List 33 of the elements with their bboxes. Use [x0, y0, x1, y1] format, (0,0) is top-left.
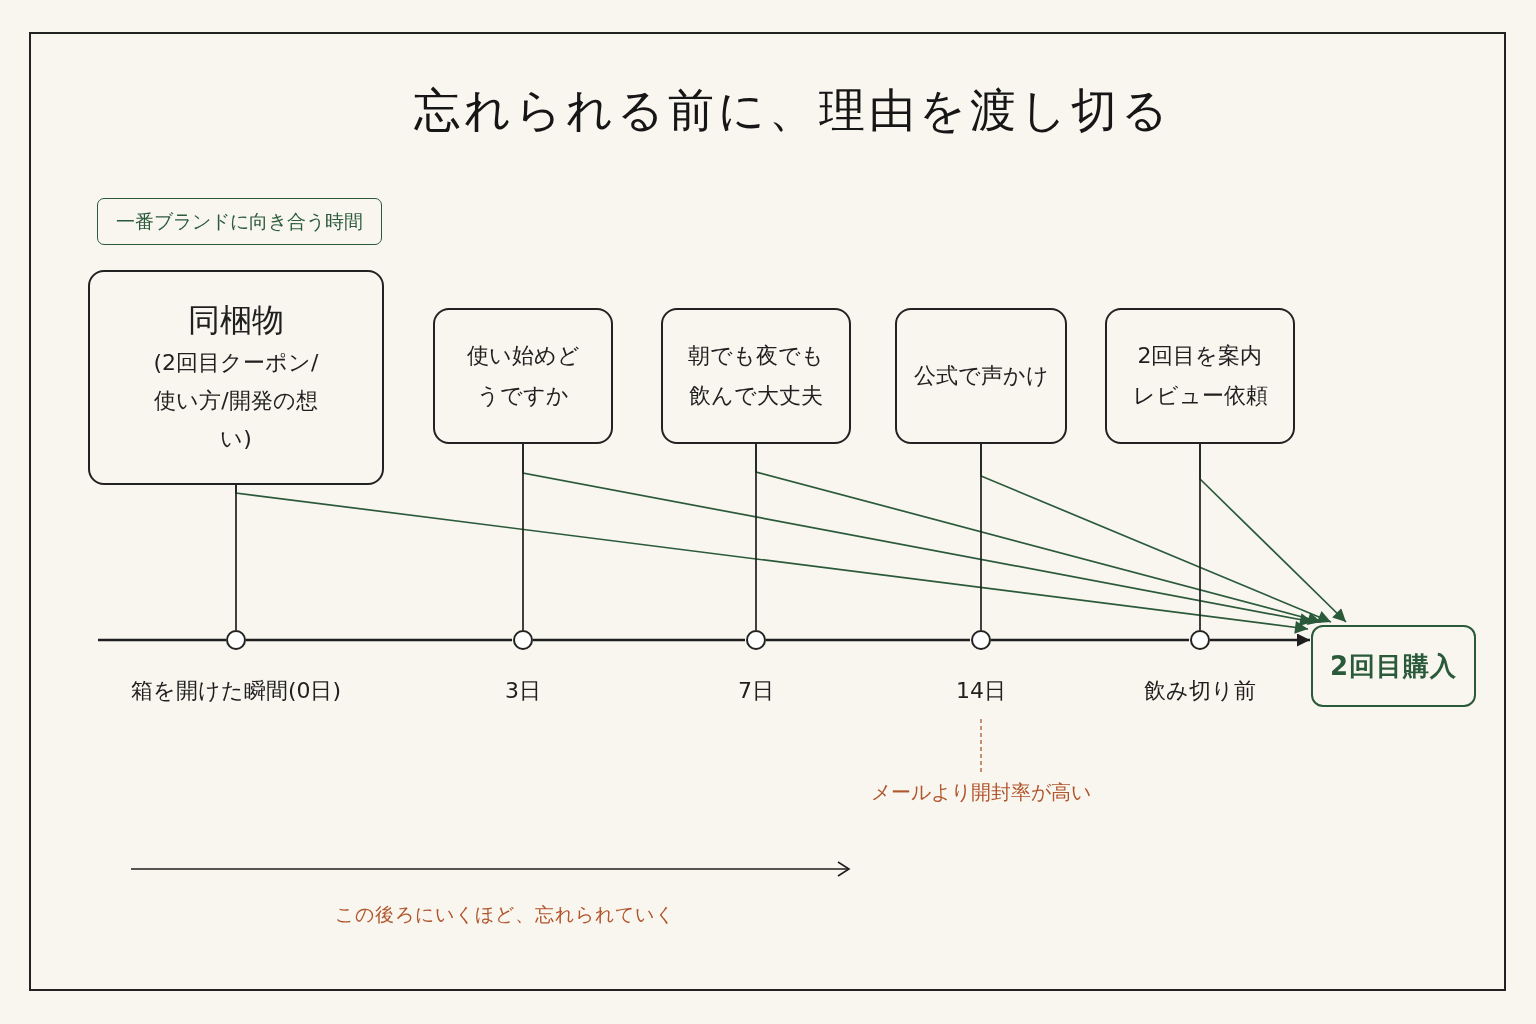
goal-card: 2回目購入 — [1311, 625, 1476, 707]
step-card: 公式で声かけ — [895, 308, 1067, 444]
timeline-label: 7日 — [738, 677, 774, 705]
timeline-ring-icon — [513, 630, 533, 650]
step-card: 使い始めどうですか — [433, 308, 613, 444]
card-heading: 同梱物 — [188, 299, 284, 341]
timeline-arrow — [1210, 633, 1310, 647]
timeline-ring-icon — [226, 630, 246, 650]
timeline-axis — [246, 638, 512, 642]
diagram-title: 忘れられる前に、理由を渡し切る — [414, 82, 1172, 139]
timeline-label: 14日 — [956, 677, 1006, 705]
timeline-ring-icon — [1190, 630, 1210, 650]
stem-line — [235, 484, 237, 631]
step-card: 朝でも夜でも飲んで大丈夫 — [661, 308, 851, 444]
timeline-label: 飲み切り前 — [1144, 677, 1256, 705]
card-text: (2回目クーポン/使い方/開発の想い) — [152, 348, 320, 453]
step-card — [88, 270, 384, 485]
timeline-ring-icon — [971, 630, 991, 650]
note-text: メールより開封率が高い — [866, 772, 1096, 812]
timeline-ring-icon — [746, 630, 766, 650]
timeline-axis — [766, 638, 970, 642]
section-tag: 一番ブランドに向き合う時間 — [97, 198, 382, 245]
arrow-caption: この後ろにいくほど、忘れられていく — [335, 902, 675, 927]
stem-line — [522, 443, 524, 631]
timeline-axis — [991, 638, 1189, 642]
timeline-axis — [98, 638, 226, 642]
stem-line — [980, 443, 982, 631]
timeline-label: 3日 — [505, 677, 541, 705]
stem-line — [1199, 443, 1201, 631]
timeline-label: 箱を開けた瞬間(0日) — [130, 677, 342, 705]
stem-line — [755, 443, 757, 631]
step-card: 2回目を案内レビュー依頼 — [1105, 308, 1295, 444]
timeline-axis — [533, 638, 745, 642]
